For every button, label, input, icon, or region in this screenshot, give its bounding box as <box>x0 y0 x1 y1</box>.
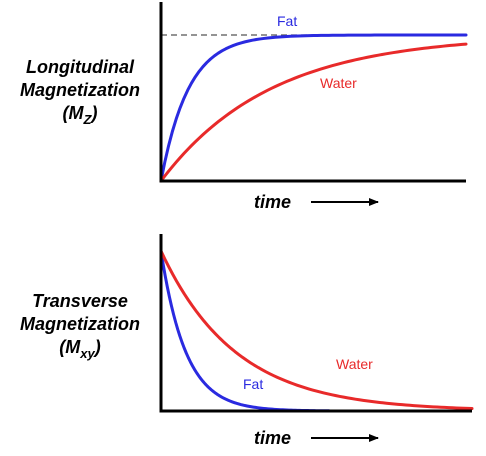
series-fat-label: Fat <box>277 13 297 29</box>
ylabel-line1: Longitudinal <box>26 57 134 77</box>
ylabel-symbol: (MZ) <box>62 103 98 127</box>
x-axis-label-top: time <box>254 192 292 212</box>
transverse-chart: Fat Water <box>159 234 474 413</box>
x-axis-label-bottom: time <box>254 428 292 448</box>
series-fat-label: Fat <box>243 376 263 392</box>
series-water-label: Water <box>320 75 357 91</box>
series-water-label: Water <box>336 356 373 372</box>
ylabel-symbol-m: M <box>68 103 84 123</box>
ylabel-line1: Transverse <box>32 291 128 311</box>
longitudinal-ylabel: Longitudinal Magnetization (MZ) <box>0 56 160 127</box>
ylabel-subscript: xy <box>80 346 95 361</box>
ylabel-subscript: Z <box>83 112 92 127</box>
ylabel-symbol: (Mxy) <box>59 337 101 361</box>
ylabel-line2: Magnetization <box>20 314 140 334</box>
ylabel-line2: Magnetization <box>20 80 140 100</box>
transverse-ylabel: Transverse Magnetization (Mxy) <box>0 290 160 361</box>
series-water-line <box>159 42 468 183</box>
series-fat-line <box>159 33 468 183</box>
series-water-line <box>159 249 474 411</box>
ylabel-symbol-m: M <box>65 337 81 357</box>
